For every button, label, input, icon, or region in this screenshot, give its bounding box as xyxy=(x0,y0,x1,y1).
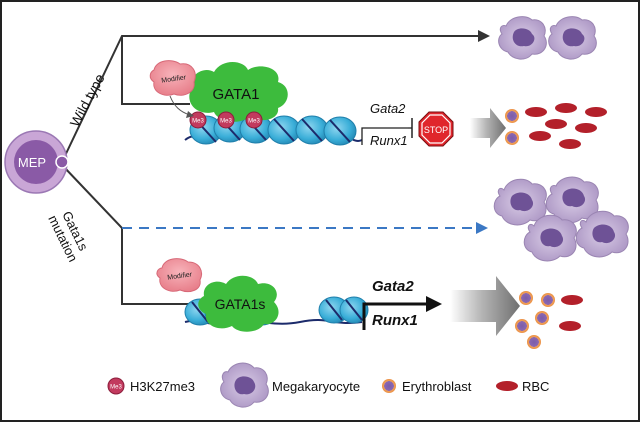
wt-modifier xyxy=(149,60,196,96)
gata1-label: GATA1 xyxy=(213,86,260,103)
mut-megakaryocytes xyxy=(493,176,629,262)
wt-gene-bracket xyxy=(361,127,408,145)
mep-cell: MEP xyxy=(4,130,69,194)
gata1-blob xyxy=(189,62,288,122)
mut-modifier-label: Modifier xyxy=(167,271,193,281)
me3-mark-2: Me3 xyxy=(220,119,232,125)
legend-me3-icon-text: Me3 xyxy=(110,385,122,391)
legend-megakaryocyte-nucleus xyxy=(234,376,256,395)
legend-me3-icon xyxy=(107,377,125,395)
legend xyxy=(107,362,518,408)
legend-megakaryocyte-label: Megakaryocyte xyxy=(272,379,360,394)
wt-dashed-arrowhead xyxy=(478,30,490,42)
legend-rbc-icon xyxy=(496,381,518,391)
mut-gene2-label: Runx1 xyxy=(372,312,418,329)
wt-modifier-label: Modifier xyxy=(161,74,187,84)
mep-label: MEP xyxy=(18,155,46,170)
mut-gene-bracket xyxy=(362,302,428,330)
gata1s-label: GATA1s xyxy=(215,296,266,312)
modifier-arrowhead xyxy=(186,111,194,118)
mut-erythroid-cells xyxy=(515,291,583,349)
wt-megakaryocytes xyxy=(498,16,597,60)
mut-output-arrow xyxy=(450,276,520,336)
me3-mark-1: Me3 xyxy=(192,119,204,125)
gata1s-blob xyxy=(198,275,279,332)
legend-h3k27me3-label: H3K27me3 xyxy=(130,379,195,394)
stop-sign xyxy=(418,111,454,147)
legend-erythroblast-label: Erythroblast xyxy=(402,379,472,394)
mut-gene1-label: Gata2 xyxy=(372,278,414,295)
me3-mark-3: Me3 xyxy=(248,119,260,125)
wt-gene2-label: Runx1 xyxy=(370,133,408,148)
mut-modifier xyxy=(156,258,202,293)
wt-gene1-label: Gata2 xyxy=(370,101,406,116)
stop-label: STOP xyxy=(424,125,448,135)
wt-erythroid-cells xyxy=(505,103,607,149)
legend-erythroblast-icon xyxy=(382,379,396,393)
mut-gene-arrowhead xyxy=(426,296,442,312)
wt-output-arrow xyxy=(470,108,506,148)
mut-dashed-arrowhead xyxy=(476,222,488,234)
legend-rbc-label: RBC xyxy=(522,379,549,394)
